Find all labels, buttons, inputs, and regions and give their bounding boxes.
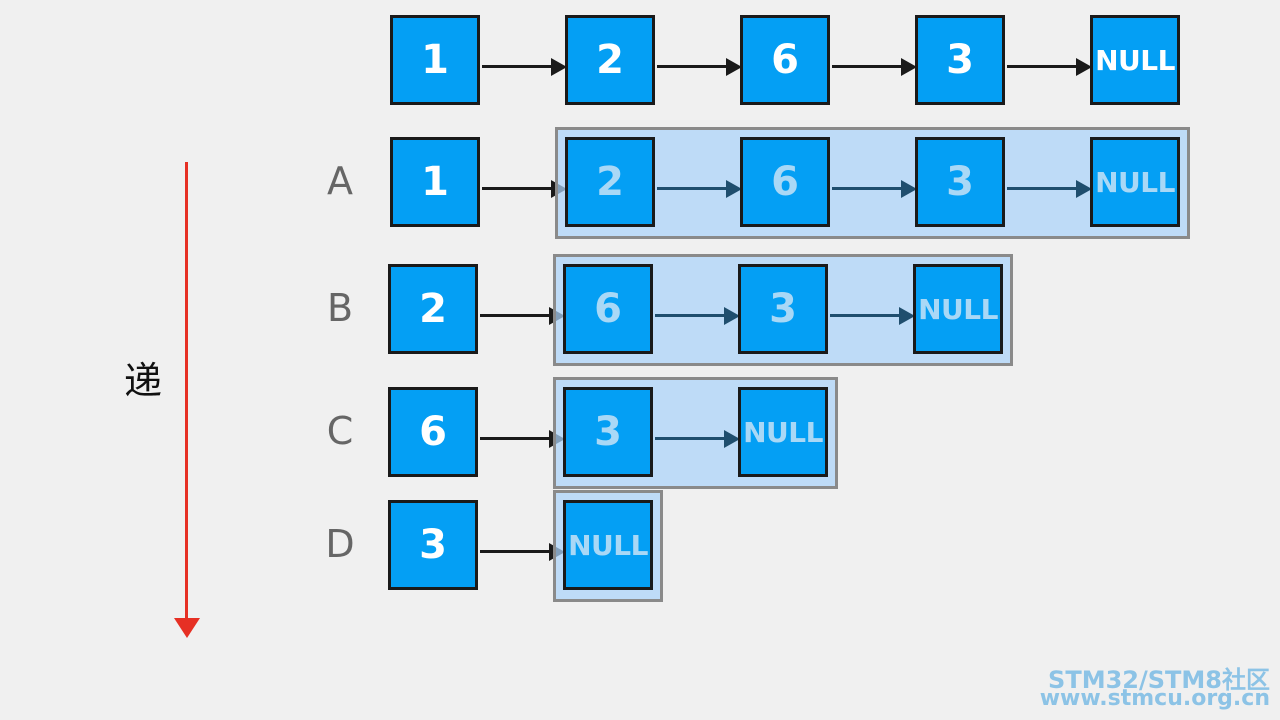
next-pointer-arrow bbox=[655, 307, 740, 325]
list-node: 2 bbox=[565, 15, 655, 105]
next-pointer-arrow bbox=[655, 430, 740, 448]
null-node: NULL bbox=[913, 264, 1003, 354]
list-node: 6 bbox=[740, 15, 830, 105]
next-pointer-arrow bbox=[657, 58, 742, 76]
list-node: 3 bbox=[915, 137, 1005, 227]
recursion-direction-arrow bbox=[185, 162, 188, 622]
null-node: NULL bbox=[1090, 137, 1180, 227]
next-pointer-arrow bbox=[832, 58, 917, 76]
list-node: 3 bbox=[915, 15, 1005, 105]
list-node: 2 bbox=[565, 137, 655, 227]
null-node: NULL bbox=[738, 387, 828, 477]
head-node: 6 bbox=[388, 387, 478, 477]
row-label: C bbox=[326, 409, 354, 453]
row-label: B bbox=[326, 286, 354, 330]
head-node: 3 bbox=[388, 500, 478, 590]
null-node: NULL bbox=[563, 500, 653, 590]
list-node: 3 bbox=[563, 387, 653, 477]
null-node: NULL bbox=[1090, 15, 1180, 105]
list-node: 3 bbox=[738, 264, 828, 354]
next-pointer-arrow bbox=[482, 58, 567, 76]
next-pointer-arrow bbox=[657, 180, 742, 198]
next-pointer-arrow bbox=[830, 307, 915, 325]
recursion-direction-arrow-head bbox=[174, 618, 200, 638]
recursion-label: 递 bbox=[124, 359, 163, 403]
row-label: A bbox=[327, 159, 353, 203]
watermark-url: www.stmcu.org.cn bbox=[1039, 686, 1270, 711]
list-node: 6 bbox=[563, 264, 653, 354]
next-pointer-arrow bbox=[1007, 180, 1092, 198]
next-pointer-arrow bbox=[832, 180, 917, 198]
next-pointer-arrow bbox=[1007, 58, 1092, 76]
head-node: 2 bbox=[388, 264, 478, 354]
head-node: 1 bbox=[390, 137, 480, 227]
watermark-title: STM32/STM8社区 bbox=[1048, 666, 1270, 694]
row-label: D bbox=[325, 522, 355, 566]
list-node: 6 bbox=[740, 137, 830, 227]
list-node: 1 bbox=[390, 15, 480, 105]
